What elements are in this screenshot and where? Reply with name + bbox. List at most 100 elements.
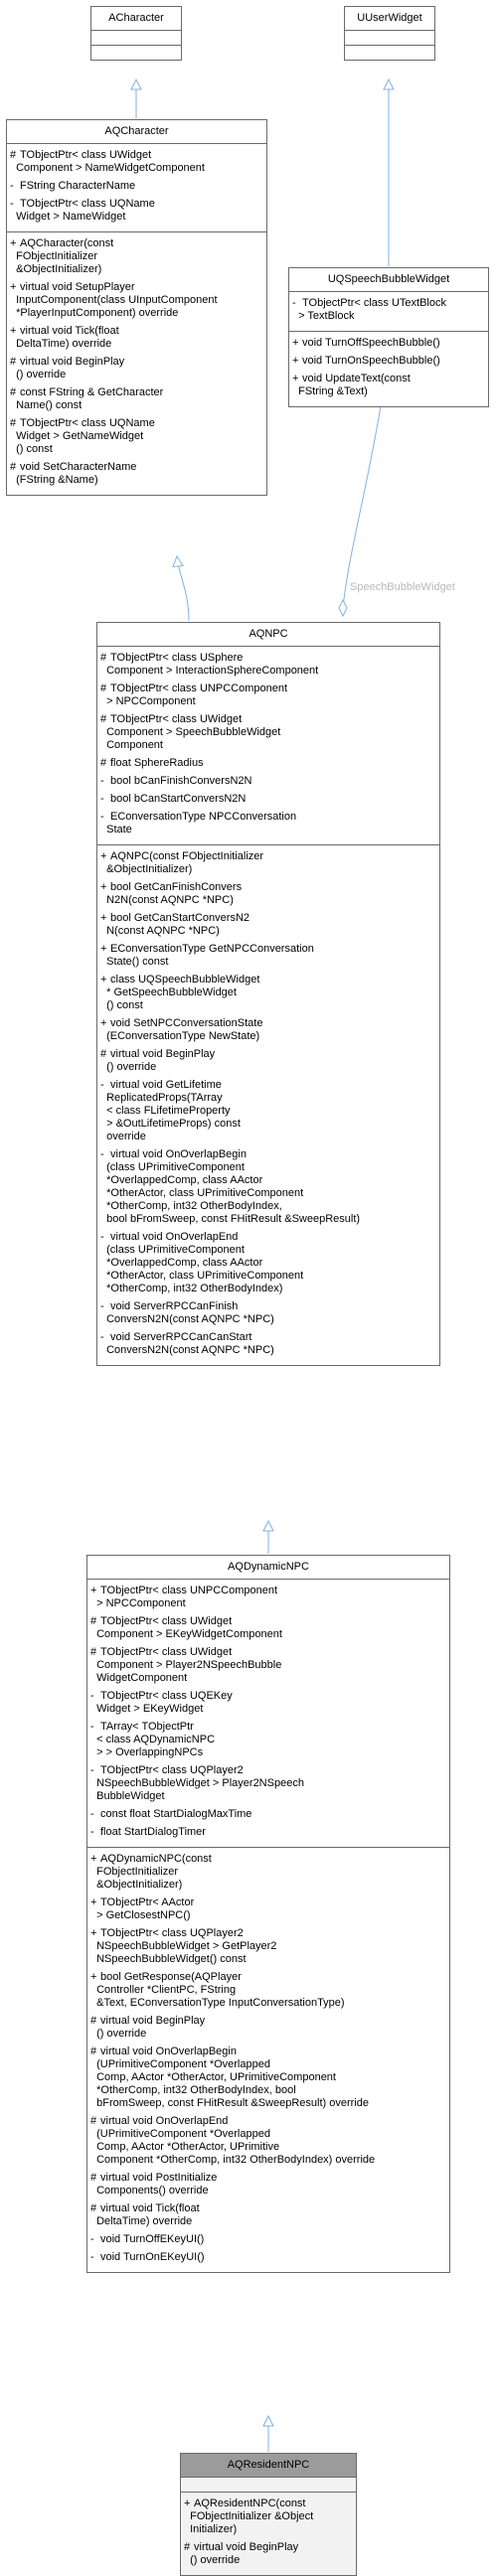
member-item: +TObjectPtr< AActor > GetClosestNPC() — [90, 1896, 446, 1922]
member-text: AQNPC(const FObjectInitializer &ObjectIn… — [106, 850, 264, 875]
member-item: +TObjectPtr< class UNPCComponent > NPCCo… — [90, 1585, 446, 1610]
visibility-marker: + — [292, 373, 299, 384]
class-uuserwidget[interactable]: UUserWidget — [344, 6, 435, 61]
class-acharacter[interactable]: ACharacter — [90, 6, 182, 61]
member-text: TObjectPtr< class UWidget Component > EK… — [96, 1615, 282, 1640]
operations-section: +AQNPC(const FObjectInitializer &ObjectI… — [97, 845, 439, 1365]
visibility-marker: + — [100, 912, 107, 924]
member-item: #void SetCharacterName (FString &Name) — [10, 461, 263, 487]
attributes-section — [345, 31, 434, 46]
visibility-marker: # — [90, 2172, 97, 2184]
member-item: +EConversationType GetNPCConversation St… — [100, 943, 436, 969]
visibility-marker: - — [292, 297, 296, 309]
member-text: float StartDialogTimer — [100, 1826, 206, 1838]
visibility-marker: - — [100, 1331, 104, 1343]
visibility-marker: + — [292, 337, 299, 349]
member-text: TObjectPtr< class UTextBlock > TextBlock — [298, 297, 446, 322]
visibility-marker: - — [10, 180, 14, 192]
member-text: TObjectPtr< class USphere Component > In… — [106, 652, 319, 677]
visibility-marker: - — [10, 198, 14, 210]
member-text: FString CharacterName — [20, 180, 136, 192]
member-item: #virtual void Tick(float DeltaTime) over… — [90, 2202, 446, 2228]
member-item: -TObjectPtr< class UQPlayer2 NSpeechBubb… — [90, 1764, 446, 1803]
member-item: #virtual void BeginPlay () override — [100, 1048, 436, 1074]
attributes-section: #TObjectPtr< class UWidget Component > N… — [7, 144, 266, 232]
operations-section — [345, 46, 434, 60]
member-item: +bool GetCanStartConversN2 N(const AQNPC… — [100, 912, 436, 938]
visibility-marker: # — [10, 149, 17, 161]
visibility-marker: # — [90, 2015, 97, 2027]
visibility-marker: - — [100, 1231, 104, 1243]
class-name: UQSpeechBubbleWidget — [289, 268, 488, 292]
member-item: -virtual void GetLifetime ReplicatedProp… — [100, 1079, 436, 1143]
class-aqresidentnpc[interactable]: AQResidentNPC +AQResidentNPC(const FObje… — [180, 2453, 357, 2576]
member-item: #virtual void BeginPlay () override — [90, 2015, 446, 2041]
member-item: +TObjectPtr< class UQPlayer2 NSpeechBubb… — [90, 1927, 446, 1966]
visibility-marker: + — [10, 237, 17, 249]
member-text: virtual void PostInitialize Components()… — [96, 2172, 218, 2197]
visibility-marker: # — [10, 356, 17, 368]
member-text: TObjectPtr< class UNPCComponent > NPCCom… — [96, 1585, 278, 1609]
member-item: #virtual void OnOverlapBegin (UPrimitive… — [90, 2046, 446, 2110]
member-text: void SetCharacterName (FString &Name) — [16, 461, 137, 486]
member-item: -virtual void OnOverlapBegin (class UPri… — [100, 1148, 436, 1226]
class-uqspeechbubblewidget[interactable]: UQSpeechBubbleWidget -TObjectPtr< class … — [288, 267, 489, 407]
class-aqdynamicnpc[interactable]: AQDynamicNPC +TObjectPtr< class UNPCComp… — [86, 1555, 450, 2273]
member-item: -void ServerRPCCanFinish ConversN2N(cons… — [100, 1300, 436, 1326]
class-name: AQResidentNPC — [181, 2454, 356, 2478]
visibility-marker: # — [100, 1048, 107, 1060]
visibility-marker: - — [90, 1721, 94, 1733]
visibility-marker: # — [90, 2046, 97, 2057]
member-item: +AQDynamicNPC(const FObjectInitializer &… — [90, 1853, 446, 1892]
member-item: +bool GetCanFinishConvers N2N(const AQNP… — [100, 881, 436, 907]
member-item: -void ServerRPCCanCanStart ConversN2N(co… — [100, 1331, 436, 1357]
operations-section: +void TurnOffSpeechBubble()+void TurnOnS… — [289, 332, 488, 406]
member-item: -const float StartDialogMaxTime — [90, 1808, 446, 1821]
visibility-marker: + — [100, 974, 107, 985]
member-text: bool GetCanStartConversN2 N(const AQNPC … — [106, 912, 250, 937]
member-text: TObjectPtr< class UWidget Component > Na… — [16, 149, 205, 174]
member-text: virtual void BeginPlay () override — [106, 1048, 216, 1073]
member-text: void SetNPCConversationState (EConversat… — [106, 1017, 263, 1042]
class-aqcharacter[interactable]: AQCharacter #TObjectPtr< class UWidget C… — [6, 119, 267, 496]
member-item: -FString CharacterName — [10, 180, 263, 193]
member-text: AQCharacter(const FObjectInitializer &Ob… — [16, 237, 114, 275]
member-text: const FString & GetCharacter Name() cons… — [16, 386, 164, 411]
member-text: const float StartDialogMaxTime — [100, 1808, 252, 1820]
member-text: void TurnOnEKeyUI() — [100, 2251, 205, 2263]
member-item: -TArray< TObjectPtr < class AQDynamicNPC… — [90, 1721, 446, 1759]
member-text: TObjectPtr< class UQName Widget > GetNam… — [16, 417, 155, 455]
member-item: #virtual void OnOverlapEnd (UPrimitiveCo… — [90, 2115, 446, 2167]
member-item: +void TurnOffSpeechBubble() — [292, 337, 485, 350]
member-item: #TObjectPtr< class UWidget Component > E… — [90, 1615, 446, 1641]
member-text: float SphereRadius — [110, 757, 204, 769]
member-text: void UpdateText(const FString &Text) — [298, 373, 411, 397]
class-aqnpc[interactable]: AQNPC #TObjectPtr< class USphere Compone… — [96, 622, 440, 1366]
member-text: bool bCanStartConversN2N — [110, 793, 247, 805]
member-text: TObjectPtr< class UQEKey Widget > EKeyWi… — [96, 1690, 233, 1715]
attributes-section: +TObjectPtr< class UNPCComponent > NPCCo… — [87, 1580, 449, 1848]
member-item: +void UpdateText(const FString &Text) — [292, 373, 485, 398]
visibility-marker: + — [90, 1853, 97, 1865]
member-item: #const FString & GetCharacter Name() con… — [10, 386, 263, 412]
member-text: TObjectPtr< class UQName Widget > NameWi… — [16, 198, 155, 223]
visibility-marker: - — [90, 1764, 94, 1776]
member-item: #TObjectPtr< class UQName Widget > GetNa… — [10, 417, 263, 456]
visibility-marker: # — [184, 2541, 191, 2553]
inherit-aqnpc-aqcharacter — [177, 556, 190, 622]
visibility-marker: # — [10, 461, 17, 473]
visibility-marker: # — [100, 652, 107, 664]
member-item: #TObjectPtr< class UWidget Component > S… — [100, 713, 436, 752]
member-text: void TurnOffEKeyUI() — [100, 2233, 205, 2245]
member-text: virtual void Tick(float DeltaTime) overr… — [16, 325, 119, 350]
visibility-marker: - — [90, 2251, 94, 2263]
visibility-marker: # — [10, 417, 17, 429]
member-item: #TObjectPtr< class UNPCComponent > NPCCo… — [100, 682, 436, 708]
visibility-marker: + — [10, 281, 17, 293]
operations-section: +AQCharacter(const FObjectInitializer &O… — [7, 232, 266, 495]
member-text: class UQSpeechBubbleWidget * GetSpeechBu… — [106, 974, 260, 1011]
member-text: virtual void OnOverlapEnd (UPrimitiveCom… — [96, 2115, 376, 2166]
visibility-marker: + — [100, 850, 107, 862]
member-text: virtual void Tick(float DeltaTime) overr… — [96, 2202, 200, 2227]
visibility-marker: # — [90, 2115, 97, 2127]
